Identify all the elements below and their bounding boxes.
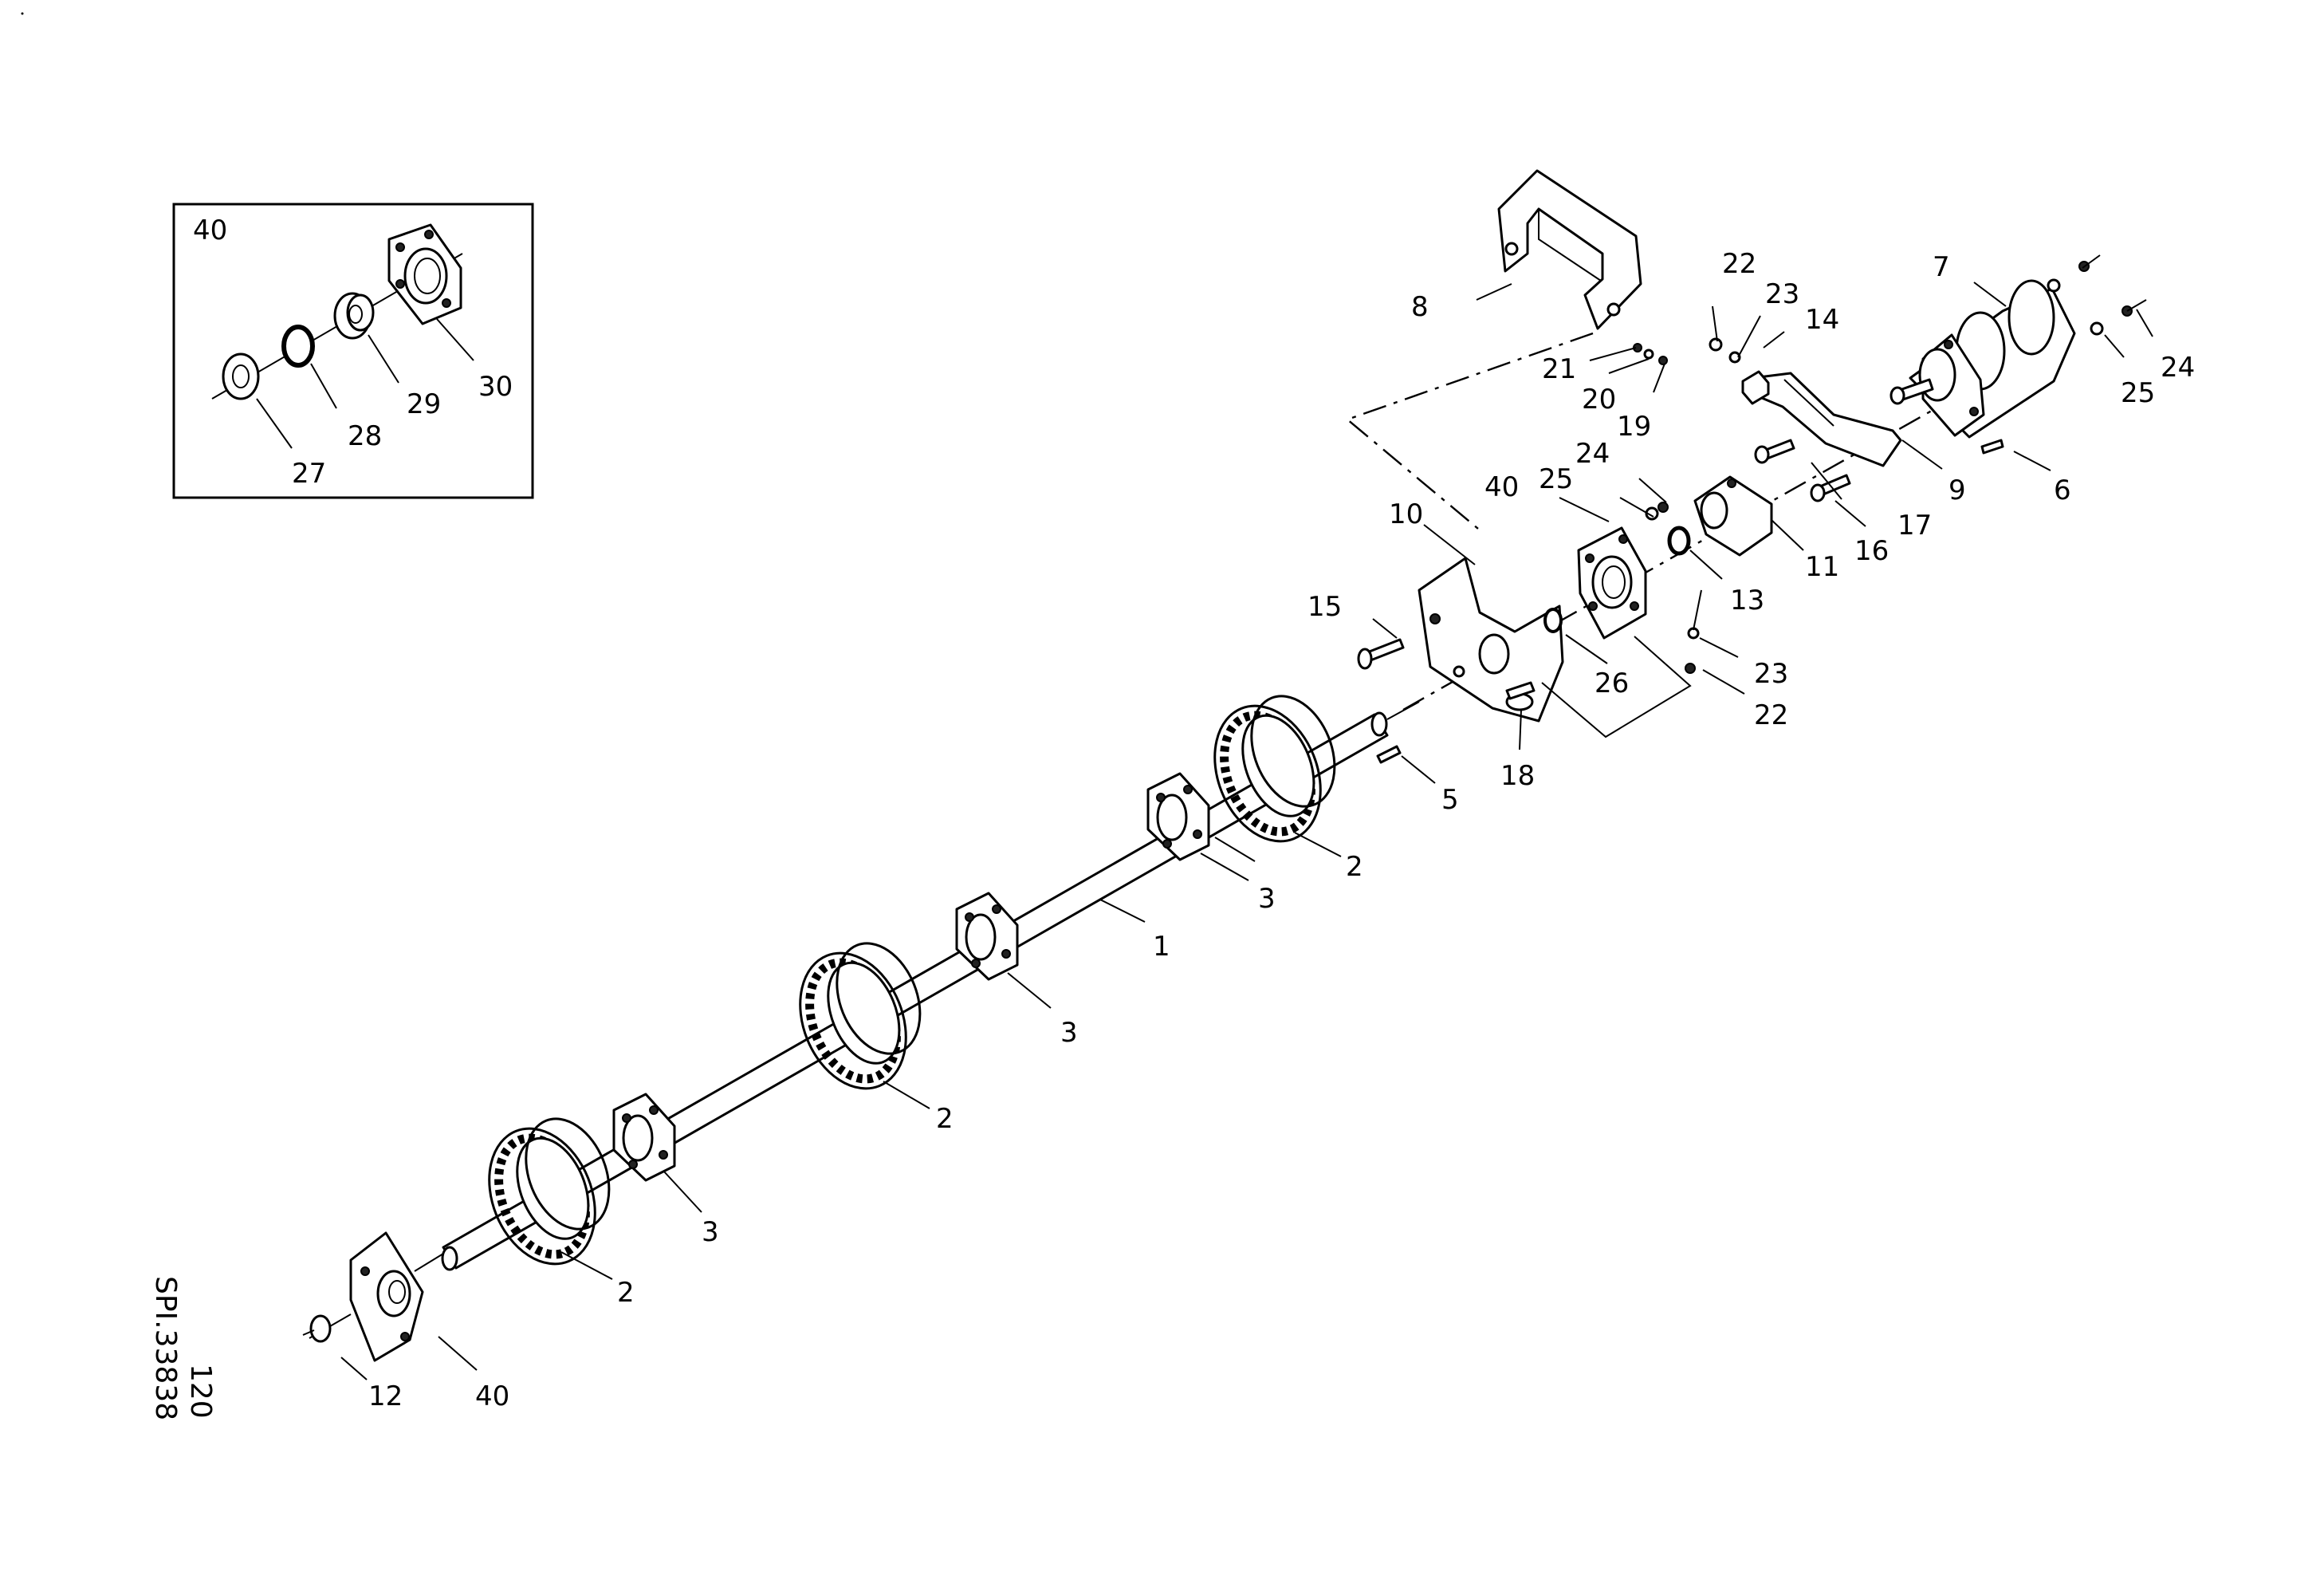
callout-30: 30 [478,371,513,403]
callout-11: 11 [1805,551,1839,583]
callout-16: 16 [1854,535,1889,567]
callout-7: 7 [1933,251,1950,283]
callout-40-right: 40 [1484,471,1519,503]
callout-25-right: 25 [2121,377,2155,409]
callout-2-middle: 2 [936,1103,954,1135]
callout-21: 21 [1542,353,1576,385]
bracket-assembly [1345,169,1692,738]
callout-20: 20 [1582,384,1616,415]
callout-19: 19 [1617,411,1651,443]
callout-5: 5 [1441,784,1459,816]
callout-23-top: 23 [1765,278,1799,310]
callout-9: 9 [1948,475,1966,506]
nut-24 [1657,502,1669,513]
callout-14: 14 [1805,304,1839,336]
callout-27: 27 [292,458,326,490]
nut-22 [1709,337,1723,352]
washer-20 [1643,349,1654,360]
callout-2-lower: 2 [617,1277,635,1309]
nut-18 [1505,681,1536,700]
motor-assembly [1633,254,2147,674]
drawing-number: SPI.33838 [149,1276,182,1420]
ring-26 [1543,608,1563,633]
gear-2-middle [781,931,936,1105]
inset-title: 40 [193,215,227,246]
washer-23 [1728,351,1741,364]
drawing-reference: SPI.33838 120 [149,1276,217,1420]
nut-22-lower [1685,663,1696,674]
callout-26: 26 [1595,668,1629,699]
callout-22-bottom: 22 [1754,699,1788,731]
callout-3-c: 3 [1258,883,1276,915]
callout-24-left: 24 [1575,438,1610,470]
ring-13 [1667,526,1691,556]
ring-28 [281,325,315,368]
key-5 [1376,745,1402,764]
callout-22-top: 22 [1722,248,1756,280]
callout-3-a: 3 [702,1216,719,1248]
callout-23-bottom: 23 [1754,658,1788,690]
callout-18: 18 [1500,760,1535,792]
gear-2-lower [470,1106,625,1280]
callout-15: 15 [1307,591,1342,623]
callout-29: 29 [407,388,441,420]
callout-2-upper: 2 [1346,851,1363,883]
callout-10: 10 [1389,498,1423,530]
stray-dot [21,12,24,15]
leader-lines [340,282,2153,1380]
key-6 [1980,439,2004,455]
callout-13: 13 [1730,585,1764,616]
bracket-8 [1497,169,1642,330]
block-14 [1741,370,1770,405]
callout-labels: 1 2 2 2 3 3 3 5 6 7 8 9 10 11 12 13 14 1… [368,248,2195,1412]
callout-1: 1 [1153,931,1170,963]
callout-40-left: 40 [475,1380,509,1412]
callout-25-left: 25 [1539,463,1573,495]
callout-3-b: 3 [1060,1017,1078,1049]
callout-24-right: 24 [2161,352,2195,384]
callout-6: 6 [2054,475,2071,506]
washer-12 [309,1314,332,1343]
nut-19 [1658,356,1668,365]
callout-17: 17 [1897,510,1932,542]
inset-bearing-assembly: 40 27 28 29 30 [172,203,534,499]
page-number: 120 [184,1364,217,1419]
callout-8: 8 [1411,291,1429,323]
callout-12: 12 [368,1380,403,1412]
washer-25-motor [2090,321,2104,336]
inset-frame [172,203,534,499]
callout-28: 28 [348,420,382,452]
